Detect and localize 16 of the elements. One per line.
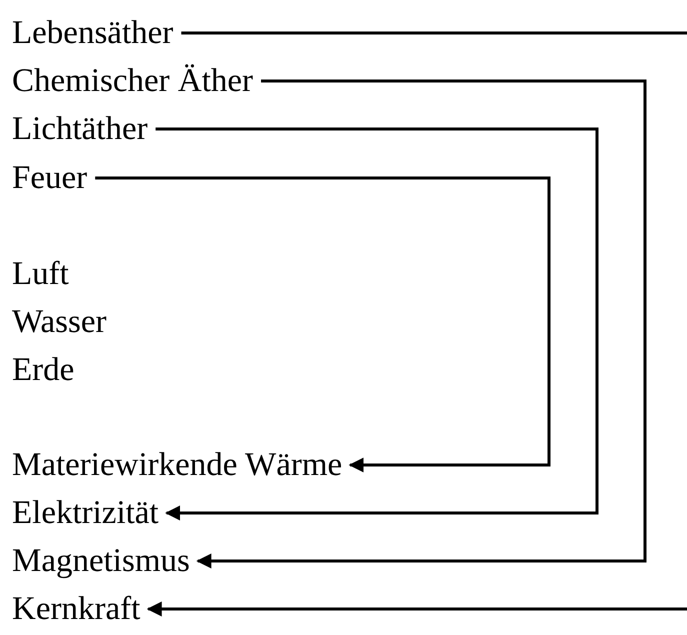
arrow (156, 128, 598, 520)
term-label: Chemischer Äther (12, 61, 254, 101)
element-label: Wasser (12, 303, 106, 342)
term-label: Lebensäther (12, 13, 174, 53)
term-label: Magnetismus (12, 541, 190, 581)
term-label: Feuer (12, 158, 88, 198)
term-label: Materiewirkende Wärme (12, 445, 342, 485)
connector-line (181, 32, 687, 34)
term-label: Kernkraft (12, 589, 140, 629)
arrow (95, 176, 550, 472)
arrow (146, 602, 687, 616)
element-label: Luft (12, 255, 69, 294)
term-label: Elektrizität (12, 493, 159, 533)
arrow (196, 80, 646, 568)
term-label: Lichtäther (12, 109, 148, 149)
element-label: Erde (12, 351, 74, 390)
